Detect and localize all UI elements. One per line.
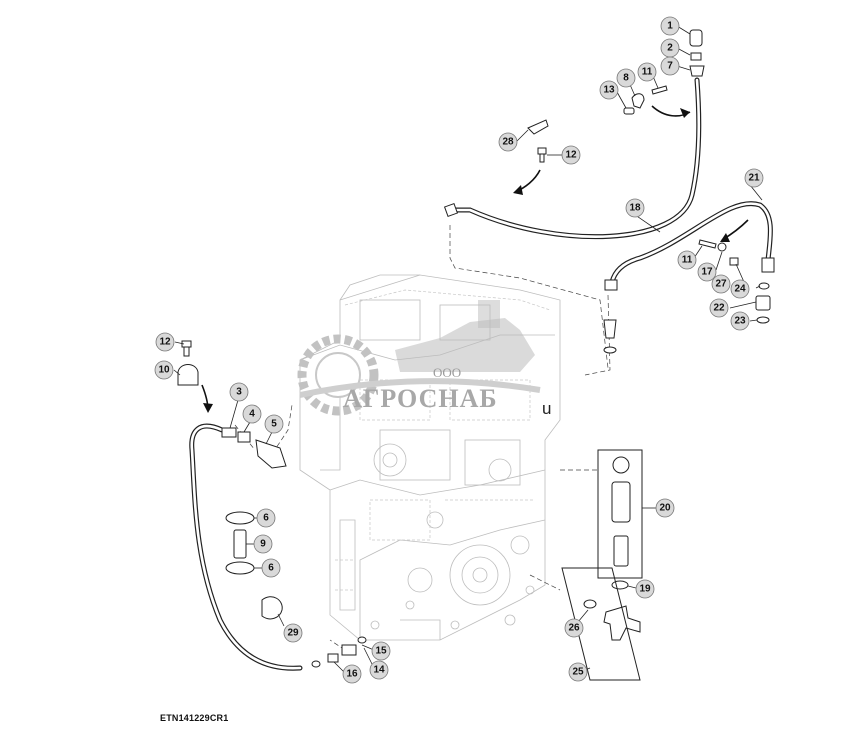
dashed-reference-lines	[234, 225, 611, 651]
callout-16: 16	[342, 664, 362, 684]
callout-6-lower: 6	[261, 558, 281, 578]
svg-text:11: 11	[642, 67, 653, 78]
detail-frames	[561, 449, 643, 681]
callout-5: 5	[264, 414, 284, 434]
callout-21: 21	[744, 168, 764, 188]
flow-arrows	[201, 105, 749, 413]
svg-text:26: 26	[568, 623, 580, 634]
svg-text:1: 1	[667, 21, 673, 32]
svg-text:9: 9	[260, 539, 266, 550]
callout-13: 13	[599, 80, 619, 100]
svg-text:22: 22	[713, 303, 725, 314]
svg-text:14: 14	[373, 665, 385, 676]
callout-26: 26	[564, 618, 584, 638]
watermark-small-text: ООО	[433, 365, 461, 380]
engine-block-outline	[299, 274, 561, 641]
callout-23: 23	[730, 311, 750, 331]
callout-3: 3	[229, 382, 249, 402]
callout-2: 2	[660, 38, 680, 58]
callout-6-upper: 6	[256, 508, 276, 528]
svg-text:7: 7	[667, 61, 673, 72]
svg-text:11: 11	[682, 255, 693, 266]
callout-1: 1	[660, 16, 680, 36]
svg-text:21: 21	[748, 173, 760, 184]
svg-text:28: 28	[502, 137, 514, 148]
svg-text:5: 5	[271, 419, 277, 430]
callout-8: 8	[616, 68, 636, 88]
callout-29: 29	[283, 623, 303, 643]
svg-text:12: 12	[159, 337, 171, 348]
callout-9: 9	[253, 534, 273, 554]
svg-text:16: 16	[346, 669, 358, 680]
svg-text:25: 25	[572, 667, 584, 678]
callout-24: 24	[730, 279, 750, 299]
callout-17: 17	[697, 262, 717, 282]
left-hose-3	[189, 423, 303, 671]
svg-text:3: 3	[236, 387, 242, 398]
svg-text:8: 8	[623, 73, 629, 84]
callout-11-mid: 11	[677, 250, 697, 270]
callout-4: 4	[242, 404, 262, 424]
callout-18: 18	[625, 198, 645, 218]
callout-19: 19	[635, 579, 655, 599]
svg-text:17: 17	[701, 267, 713, 278]
upper-hose-18	[443, 77, 702, 240]
svg-text:6: 6	[263, 513, 269, 524]
upper-hose-21	[604, 201, 775, 291]
svg-text:20: 20	[659, 503, 671, 514]
svg-text:13: 13	[603, 85, 615, 96]
callout-12-upper: 12	[561, 145, 581, 165]
watermark-main-text: АГРОСНАБ	[343, 384, 498, 413]
svg-text:29: 29	[287, 628, 299, 639]
callout-15: 15	[371, 641, 391, 661]
callout-28: 28	[498, 132, 518, 152]
callout-10: 10	[154, 360, 174, 380]
watermark-suffix-text: u	[542, 399, 551, 418]
svg-text:24: 24	[734, 284, 746, 295]
callout-14: 14	[369, 660, 389, 680]
svg-text:4: 4	[249, 409, 255, 420]
callout-20: 20	[655, 498, 675, 518]
svg-text:15: 15	[375, 646, 387, 657]
callout-27: 27	[711, 274, 731, 294]
callout-22: 22	[709, 298, 729, 318]
svg-text:27: 27	[715, 279, 727, 290]
drawing-code: ETN141229CR1	[160, 713, 229, 723]
svg-text:23: 23	[734, 316, 746, 327]
callout-25: 25	[568, 662, 588, 682]
watermark-logo: ООО АГРОСНАБ u	[297, 300, 551, 418]
callout-11-upper: 11	[637, 62, 657, 82]
svg-text:2: 2	[667, 43, 673, 54]
svg-text:10: 10	[158, 365, 170, 376]
callout-12-left: 12	[155, 332, 175, 352]
callout-7: 7	[660, 56, 680, 76]
small-parts	[177, 29, 771, 668]
svg-text:6: 6	[268, 563, 274, 574]
svg-text:19: 19	[639, 584, 651, 595]
svg-text:12: 12	[565, 150, 577, 161]
svg-text:18: 18	[629, 203, 641, 214]
